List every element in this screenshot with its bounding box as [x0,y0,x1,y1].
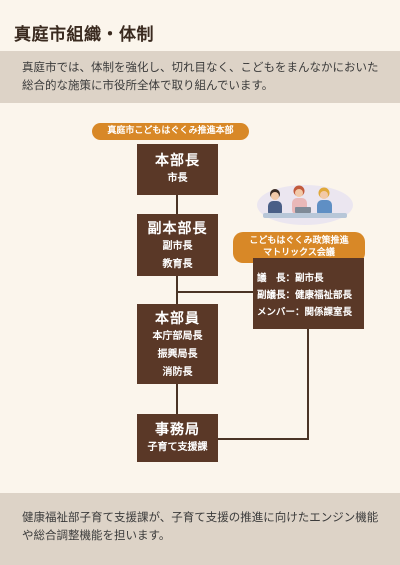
box-director-title: 本部長 [155,153,200,169]
council-connector-top [177,291,253,293]
box-secretariat-title: 事務局 [155,422,200,438]
box-members: 本部員 本庁部局長 振興局長 消防長 [137,304,218,384]
council-chair: 議 長：副市長 [257,273,324,284]
council-connector-bottom [217,438,309,440]
box-deputy-title: 副本部長 [147,221,208,237]
box-secretariat-member: 子育て支援課 [147,442,208,453]
council-box: 議 長：副市長 副議長：健康福祉部長 メンバー：関係課室長 [253,258,364,329]
council-connector-vertical [307,329,309,439]
council-label: こどもはぐくみ政策推進 マトリックス会議 [233,232,365,263]
box-secretariat: 事務局 子育て支援課 [137,414,218,462]
box-members-member: 振興局長 [157,349,198,360]
hq-label-text: 真庭市こどもはぐくみ推進本部 [107,126,234,136]
box-deputy-member: 教育長 [162,259,193,270]
council-members: メンバー：関係課室長 [257,307,353,318]
box-members-member: 本庁部局長 [152,331,203,342]
meeting-people-illustration [257,185,353,225]
intro-text: 真庭市では、体制を強化し、切れ目なく、こどもをまんなかにおいた総合的な施策に市役… [22,60,379,92]
box-deputy: 副本部長 副市長 教育長 [137,214,218,276]
council-label-line1: こどもはぐくみ政策推進 [249,236,349,246]
box-director: 本部長 市長 [137,144,218,195]
footer-band: 健康福祉部子育て支援課が、子育て支援の推進に向けたエンジン機能や総合調整機能を担… [0,493,400,565]
council-label-line2: マトリックス会議 [263,248,335,258]
box-deputy-member: 副市長 [162,241,193,252]
page-title: 真庭市組織・体制 [14,25,154,45]
footer-text: 健康福祉部子育て支援課が、子育て支援の推進に向けたエンジン機能や総合調整機能を担… [22,510,379,542]
council-vice-chair: 副議長：健康福祉部長 [257,290,353,301]
intro-band: 真庭市では、体制を強化し、切れ目なく、こどもをまんなかにおいた総合的な施策に市役… [0,51,400,103]
box-members-title: 本部員 [155,311,200,327]
hq-label: 真庭市こどもはぐくみ推進本部 [92,123,249,140]
box-director-member: 市長 [167,173,188,184]
box-members-member: 消防長 [162,367,193,378]
